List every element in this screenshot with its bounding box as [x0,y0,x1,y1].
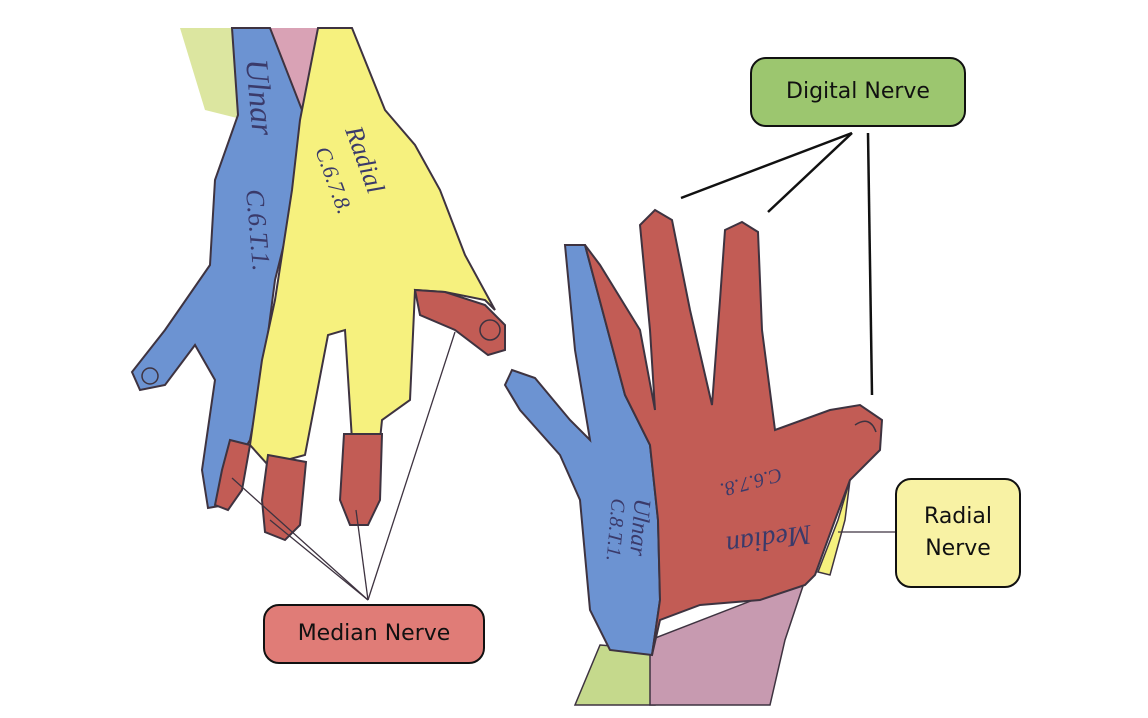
digital-nerve-label: Digital Nerve [786,79,930,105]
radial-nerve-label-line2: Nerve [925,536,991,561]
leader-lines [680,131,874,396]
median-tip-ring [213,438,252,512]
median-leader-4 [367,331,456,601]
median-leader-lines [231,331,456,601]
forearm-green-strip [180,28,245,120]
dorsal-ulnar-code: C.6.T.1. [240,188,276,272]
nail-thumb-palmar [854,420,877,433]
dorsal-ulnar-label: Ulnar [239,57,282,137]
median-region-palmar [584,208,884,656]
digital-leader-3 [866,132,874,396]
median-tip-middle [260,453,308,542]
median-nerve-callout: Median Nerve [263,604,485,664]
nail-thumb-dorsal [479,319,501,341]
radial-nerve-callout: Radial Nerve [895,478,1021,588]
radial-nerve-label-line1: Radial [924,504,992,530]
median-leader-2 [269,519,369,601]
palmar-ulnar-code: C.8.T.1. [602,498,629,563]
digital-leader-2 [767,132,853,213]
nail-little-dorsal [141,367,159,385]
digital-leader-1 [680,131,853,200]
radial-region-palmar [816,479,851,576]
palmar-hand: Ulnar C.8.T.1. Median C.6.7.8. [503,208,884,706]
ulnar-region-palmar [503,244,662,657]
median-leader-1 [231,477,369,601]
radial-region-dorsal [248,27,496,467]
digital-nerve-callout: Digital Nerve [750,57,966,127]
median-nerve-label: Median Nerve [297,621,451,647]
median-tip-index [338,433,384,526]
palmar-ulnar-label: Ulnar [624,497,655,557]
median-tip-thumb [413,288,506,357]
median-leader-3 [355,509,369,601]
dorsal-hand: Ulnar C.6.T.1. Radial C.6.7.8. [130,27,506,542]
